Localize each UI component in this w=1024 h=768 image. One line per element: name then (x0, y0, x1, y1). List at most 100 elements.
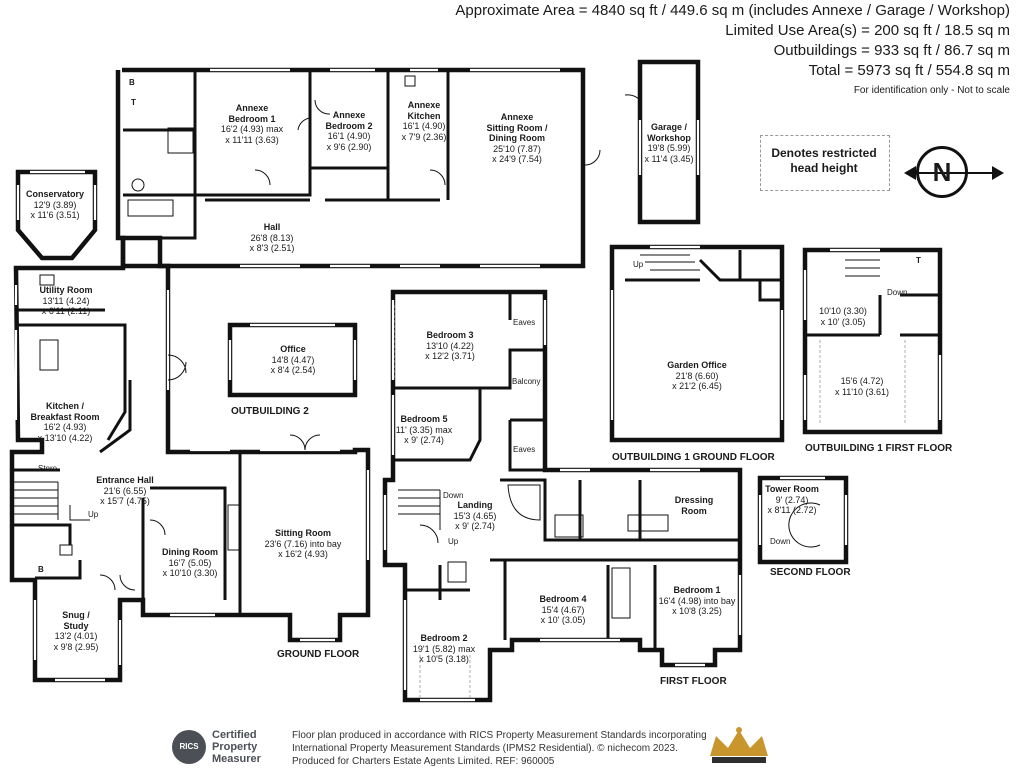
room-name: Annexe (500, 112, 534, 122)
stairs-up-label: Up (88, 510, 99, 519)
room-dimension: x 10'8 (3.25) (672, 606, 722, 616)
room-dimension: 16'7 (5.05) (168, 557, 212, 568)
room-dimension: x 8'4 (2.54) (270, 365, 316, 375)
room-name: Hall (263, 222, 281, 232)
room-name: Study (63, 620, 89, 631)
room-dimension: x 13'10 (4.22) (37, 432, 93, 443)
stairs-down-label: Down (770, 537, 791, 546)
room-dimension: x 10' (3.05) (820, 316, 866, 327)
area-summary-line2: Limited Use Area(s) = 200 sq ft / 18.5 s… (725, 22, 1010, 39)
eaves-label: Eaves (513, 318, 536, 327)
restricted-head-height-legend (760, 135, 890, 191)
stairs-up-label: Up (633, 260, 644, 269)
room-annexe-kitchen: Annexe Kitchen 16'1 (4.90) x 7'9 (2.36) (402, 100, 447, 142)
tank-label: T (916, 256, 921, 265)
room-name: Office (280, 344, 306, 354)
room-name: Dining Room (489, 133, 545, 143)
room-entrance-hall: Entrance Hall 21'6 (6.55) x 15'7 (4.75) (96, 475, 154, 507)
room-dimension: x 9' (2.74) (404, 435, 444, 445)
room-name: Kitchen (407, 110, 441, 121)
eaves-label: Eaves (513, 445, 536, 454)
outbuilding1-first-outline (802, 247, 943, 435)
stairs-down-label: Down (443, 491, 464, 500)
room-name: Conservatory (25, 189, 85, 199)
room-dimension: x 9' (2.74) (455, 521, 495, 531)
room-bedroom-4: Bedroom 4 15'4 (4.67) x 10' (3.05) (539, 594, 586, 626)
room-dimension: 11' (3.35) max (395, 424, 453, 435)
room-dimension: 15'4 (4.67) (541, 604, 585, 615)
compass: N (916, 146, 968, 198)
room-dimension: 19'1 (5.82) max (412, 643, 476, 654)
room-dimension: 13'2 (4.01) (54, 631, 98, 641)
room-dimension: 23'6 (7.16) into bay (264, 538, 342, 549)
balcony-label: Balcony (512, 377, 541, 386)
floor-label-first: FIRST FLOOR (660, 676, 727, 687)
room-dimension: x 6'11 (2.11) (41, 306, 91, 316)
room-dimension: x 10'10 (3.30) (162, 568, 218, 578)
room-name: Bedroom 2 (420, 633, 468, 643)
room-snug-study: Snug / Study 13'2 (4.01) x 9'8 (2.95) (54, 610, 99, 652)
room-dimension: 9' (2.74) (775, 494, 809, 505)
room-bedroom-3: Bedroom 3 13'10 (4.22) x 12'2 (3.71) (425, 330, 475, 362)
room-dimension: 15'3 (4.65) (453, 510, 497, 521)
room-dimension: 21'6 (6.55) (103, 485, 147, 496)
room-dimension: 13'10 (4.22) (426, 340, 474, 351)
room-hall: Hall 26'8 (8.13) x 8'3 (2.51) (250, 222, 295, 254)
room-dimension: x 11'11 (3.63) (225, 134, 279, 145)
floor-label-ground: GROUND FLOOR (277, 649, 360, 660)
room-kitchen-breakfast: Kitchen / Breakfast Room 16'2 (4.93) x 1… (30, 401, 99, 443)
rics-logo-icon: RICS (172, 730, 206, 764)
room-name: Tower Room (765, 484, 819, 494)
room-bedroom-2: Bedroom 2 19'1 (5.82) max x 10'5 (3.18) (413, 633, 475, 665)
compass-letter: N (932, 157, 952, 187)
room-dimension: x 10' (3.05) (540, 615, 586, 625)
room-dimension: 14'8 (4.47) (271, 354, 315, 365)
room-name: Annexe (235, 103, 269, 113)
room-name: Bedroom 2 (325, 120, 373, 131)
footer-credits: Floor plan produced in accordance with R… (292, 729, 707, 768)
room-name: Room (681, 505, 707, 516)
disclaimer-note: For identification only - Not to scale (853, 85, 1010, 96)
room-name: Annexe (332, 110, 366, 120)
room-name: Snug / (62, 610, 90, 620)
room-name: Garage / (650, 122, 688, 132)
room-bedroom-5: Bedroom 5 11' (3.35) max x 9' (2.74) (396, 414, 453, 446)
room-tower: Tower Room 9' (2.74) x 8'11 (2.72) (765, 484, 819, 516)
room-dimension: 16'1 (4.90) (402, 121, 446, 131)
room-dimension: 13'11 (4.24) (42, 295, 90, 306)
room-garage-workshop: Garage / Workshop 19'8 (5.99) x 11'4 (3.… (644, 122, 693, 164)
area-summary-line1: Approximate Area = 4840 sq ft / 449.6 sq… (455, 2, 1010, 19)
first-floor-outline (382, 289, 743, 703)
room-dimension: 16'2 (4.93) (43, 422, 87, 432)
room-garden-office: Garden Office 21'8 (6.60) x 21'2 (6.45) (667, 360, 727, 392)
room-outbuilding1-first-a: 10'10 (3.30) x 10' (3.05) (819, 306, 867, 327)
room-dimension: 26'8 (8.13) (250, 232, 294, 243)
room-annexe-sitting-dining: Annexe Sitting Room / Dining Room 25'10 … (487, 112, 548, 165)
room-dressing: Dressing Room (675, 495, 714, 516)
room-name: Bedroom 4 (539, 594, 587, 604)
room-name: Kitchen / (45, 401, 84, 411)
footer-line: Produced for Charters Estate Agents Limi… (292, 756, 555, 767)
room-dimension: x 16'2 (4.93) (278, 549, 328, 559)
room-dimension: x 10'5 (3.18) (419, 654, 469, 664)
floor-label-outbuilding1-ground: OUTBUILDING 1 GROUND FLOOR (612, 452, 775, 463)
floor-label-outbuilding1-first: OUTBUILDING 1 FIRST FLOOR (805, 443, 953, 454)
room-dimension: x 8'3 (2.51) (249, 243, 295, 253)
room-dimension: x 21'2 (6.45) (672, 381, 722, 391)
room-dining: Dining Room 16'7 (5.05) x 10'10 (3.30) (162, 547, 218, 579)
badge-line: Property (212, 741, 258, 753)
room-annexe-bedroom-2: Annexe Bedroom 2 16'1 (4.90) x 9'6 (2.90… (325, 110, 372, 152)
room-dimension: x 11'6 (3.51) (30, 210, 80, 220)
room-dimension: x 11'4 (3.45) (644, 153, 694, 164)
room-dimension: 25'10 (7.87) (493, 143, 541, 154)
room-dimension: x 8'11 (2.72) (767, 505, 817, 515)
room-dimension: x 15'7 (4.75) (100, 496, 150, 506)
room-dimension: x 24'9 (7.54) (492, 154, 542, 164)
room-dimension: x 11'10 (3.61) (834, 386, 890, 397)
outbuilding1-ground-outline (609, 244, 785, 443)
room-name: Annexe (407, 100, 441, 110)
boiler-label: B (129, 78, 135, 87)
room-dimension: 16'1 (4.90) (327, 131, 371, 141)
room-dimension: 15'6 (4.72) (840, 376, 884, 386)
main-house-outline (9, 235, 371, 683)
